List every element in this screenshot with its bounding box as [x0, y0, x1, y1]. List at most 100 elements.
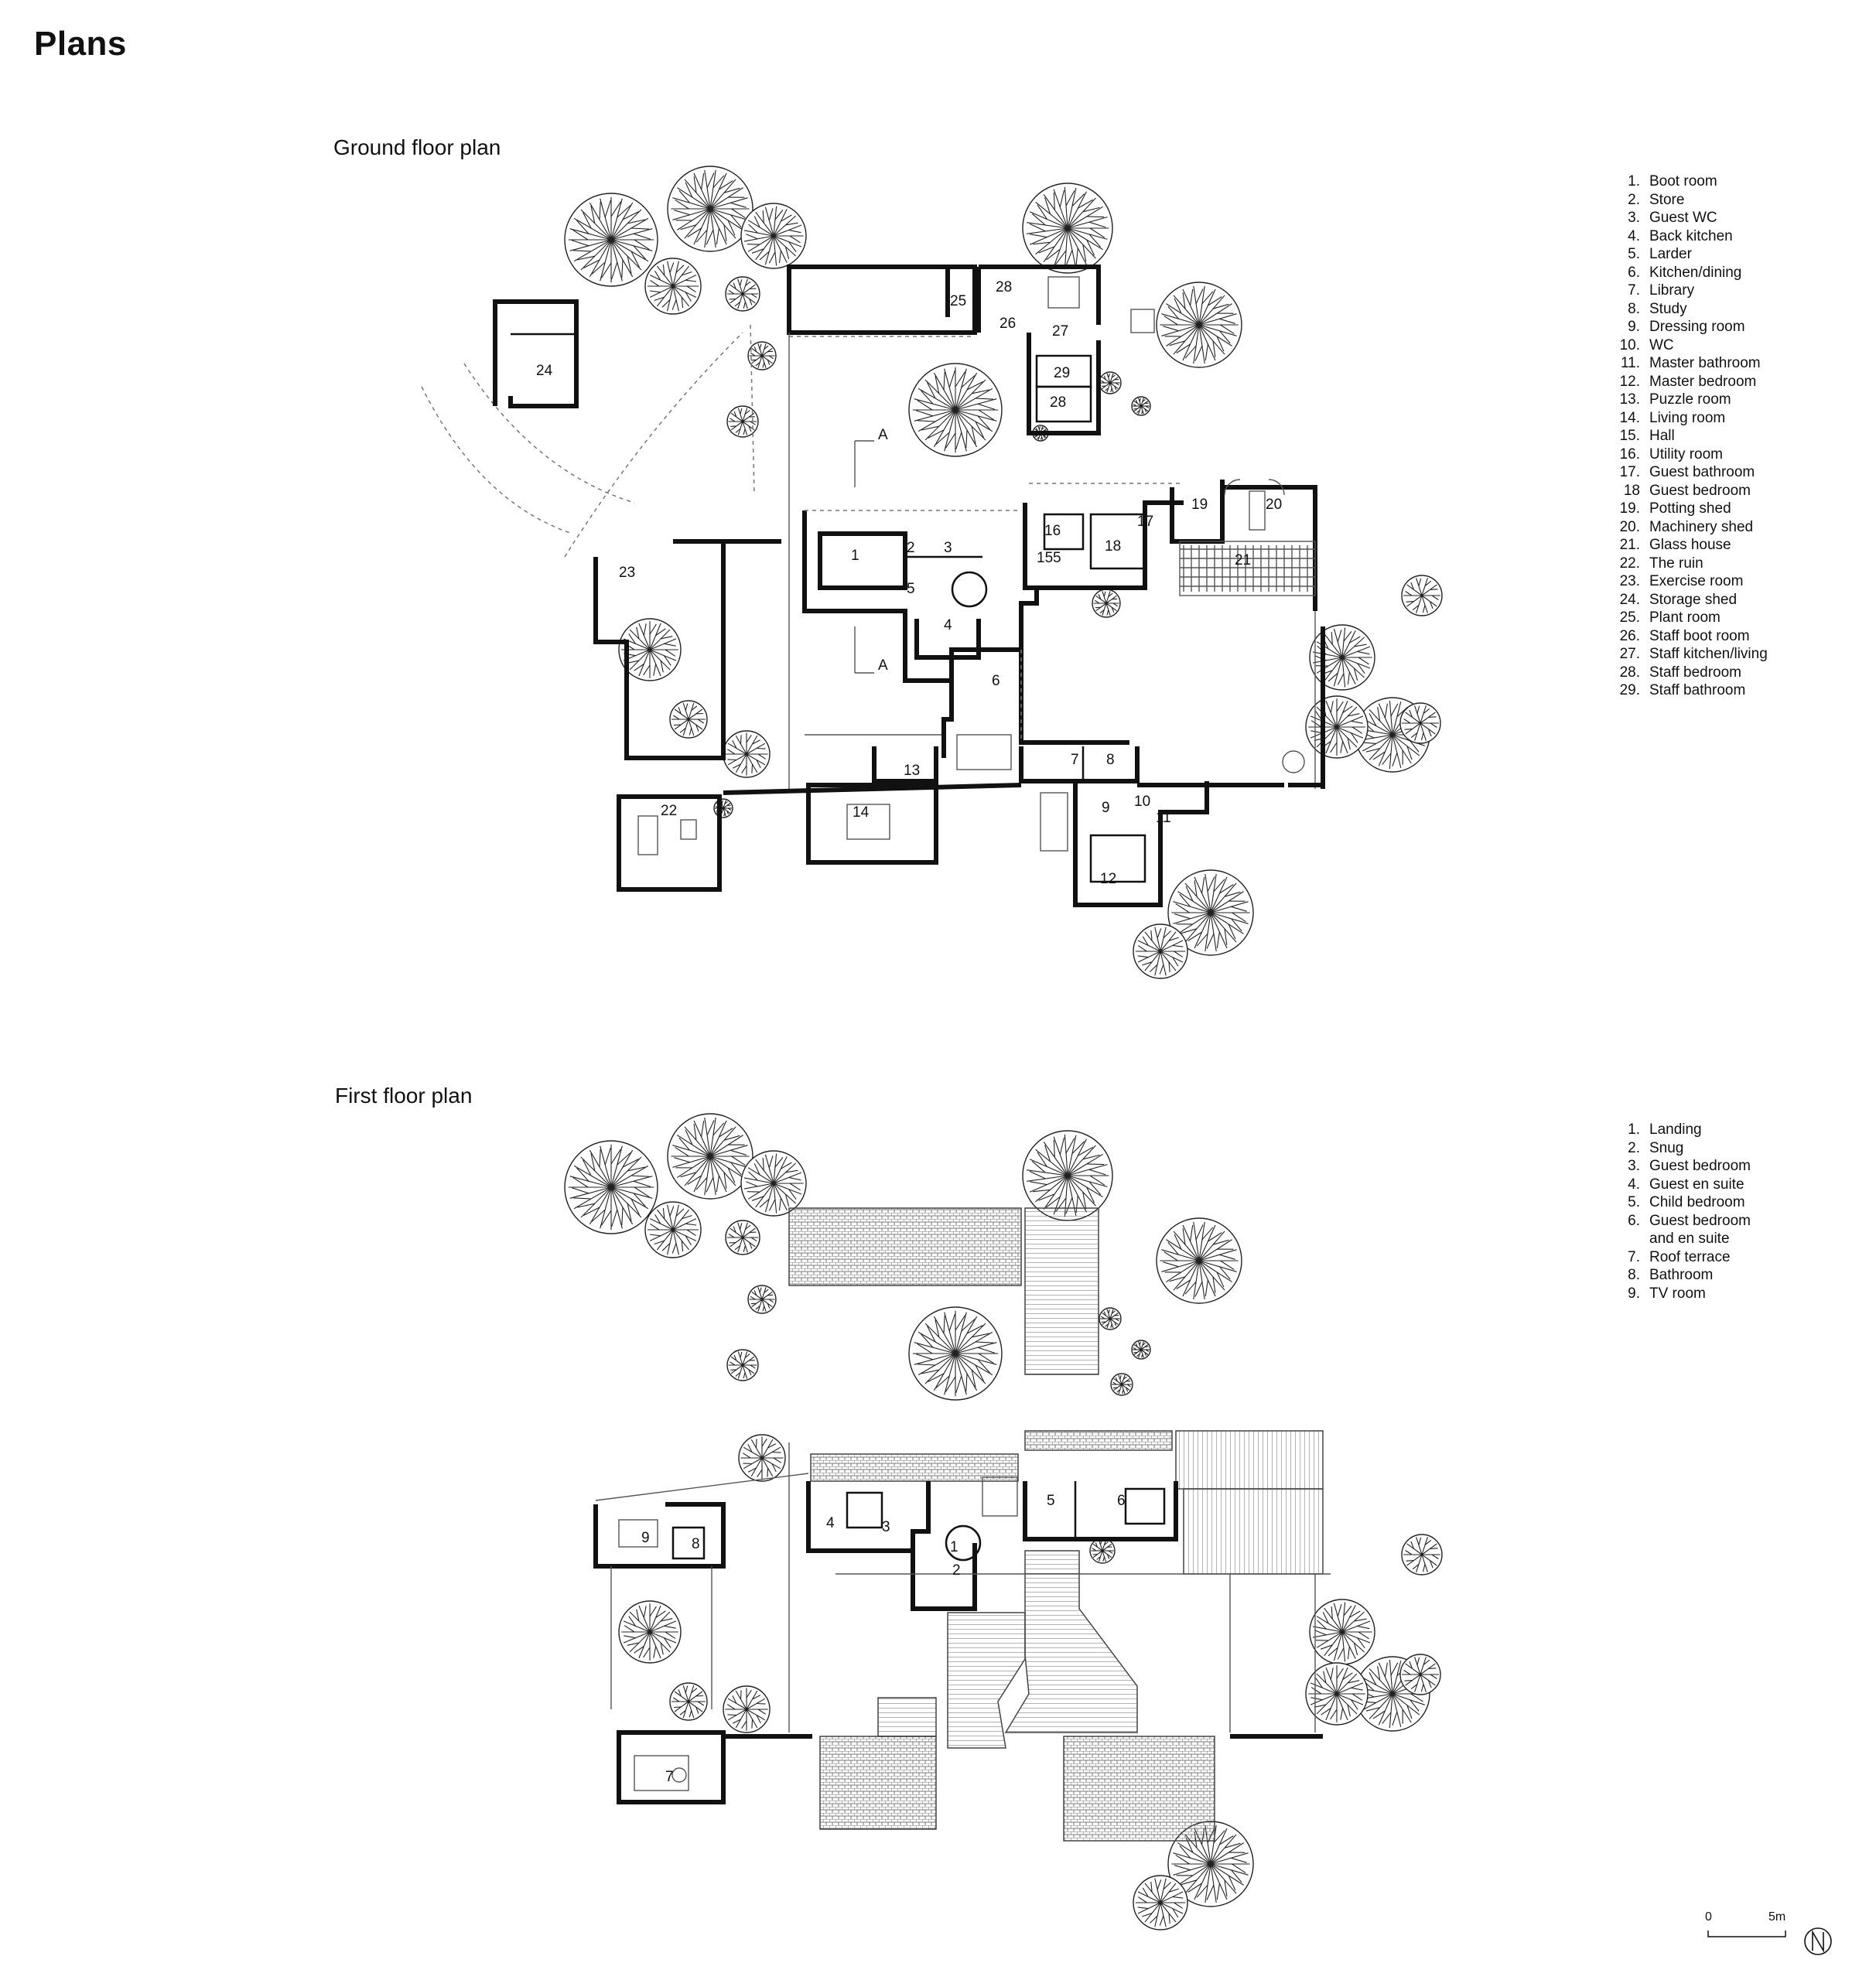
legend-item: 7.Roof terrace	[1611, 1248, 1751, 1267]
legend-number: 4.	[1628, 227, 1640, 244]
tree-icon	[667, 1113, 753, 1200]
legend-item: 5. Larder	[1611, 245, 1768, 264]
room-label-18: 18	[1105, 538, 1121, 555]
roof-glasshouse-lower	[1183, 1488, 1324, 1575]
landing-void	[982, 1476, 1018, 1517]
legend-number: 19.	[1619, 500, 1640, 517]
legend-item: 7.Library	[1611, 282, 1768, 300]
tree-icon	[738, 1434, 786, 1482]
living-room-sofa	[846, 804, 890, 840]
child-bedroom-wing-walls	[1023, 1481, 1178, 1541]
tree-icon	[669, 1682, 708, 1721]
room-label-23: 23	[619, 565, 635, 581]
utility-room-walls	[1043, 513, 1085, 551]
legend-item: 24.Storage shed	[1611, 591, 1768, 609]
legend-item: 1. Landing	[1611, 1121, 1751, 1139]
legend-label: Puzzle room	[1649, 391, 1731, 408]
legend-label: Study	[1649, 300, 1687, 317]
tree-icon	[1110, 1373, 1133, 1396]
room-label-17: 17	[1137, 514, 1153, 530]
garden-path	[750, 324, 755, 496]
tree-icon	[908, 363, 1003, 457]
living-room-walls	[806, 783, 938, 865]
glass-house	[1179, 541, 1316, 596]
legend-label: Plant room	[1649, 609, 1721, 626]
legend-number: 16.	[1619, 446, 1640, 463]
tree-icon	[1092, 589, 1121, 618]
ff-room-label-5: 5	[1047, 1493, 1055, 1509]
room-label-19: 19	[1191, 497, 1208, 513]
legend-item: 8.Study	[1611, 300, 1768, 319]
roof-dining	[1004, 1550, 1138, 1733]
legend-label: Landing	[1649, 1121, 1702, 1138]
legend-label: Store	[1649, 191, 1685, 208]
boot-room-walls	[818, 531, 907, 590]
ground-floor-heading: Ground floor plan	[333, 135, 501, 159]
roof-north-staff	[1024, 1207, 1099, 1375]
legend-item: 12.Master bedroom	[1611, 373, 1768, 391]
legend-number: 18	[1623, 482, 1640, 499]
staff-wing-walls	[976, 265, 1101, 435]
roof-utility	[1024, 1430, 1173, 1451]
ff-room-label-4: 4	[826, 1515, 835, 1531]
tree-icon	[1133, 923, 1188, 979]
legend-label: Larder	[1649, 246, 1692, 262]
guest-bedroom-walls	[1089, 513, 1146, 570]
legend-number: 28.	[1619, 664, 1640, 681]
tv-room-wing-walls	[593, 1502, 726, 1569]
legend-label: Staff bedroom	[1649, 664, 1742, 681]
tree-icon	[1099, 1307, 1122, 1330]
legend-item: 9.Dressing room	[1611, 318, 1768, 336]
legend-number: 3.	[1628, 1158, 1640, 1174]
room-label-11: 11	[1156, 810, 1171, 826]
garden-arc	[463, 363, 635, 504]
staff-table	[1047, 276, 1080, 309]
legend-item: 20.Machinery shed	[1611, 518, 1768, 537]
legend-number: 2.	[1628, 1139, 1640, 1156]
back-kitchen-walls	[914, 619, 981, 660]
ff-room-label-9: 9	[641, 1530, 650, 1546]
legend-label: Boot room	[1649, 173, 1717, 189]
legend-item: 14. Living room	[1611, 409, 1768, 428]
legend-number: 14.	[1619, 409, 1640, 426]
section-marker-a-bottom: A	[878, 657, 888, 674]
legend-label: Dressing room	[1649, 319, 1745, 335]
ff-room-label-1: 1	[950, 1539, 959, 1555]
legend-number: 21.	[1619, 537, 1640, 553]
room-label-7: 7	[1071, 752, 1079, 768]
room-label-4: 4	[944, 617, 952, 633]
roof-glasshouse	[1175, 1430, 1324, 1490]
legend-item: 1.Boot room	[1611, 172, 1768, 191]
legend-item: 11.Master bathroom	[1611, 354, 1768, 373]
room-label-13: 13	[904, 763, 920, 779]
legend-label: Child bedroom	[1649, 1194, 1745, 1210]
utility-wing-walls	[1023, 500, 1184, 590]
legend-number: 22.	[1619, 555, 1640, 572]
legend-number: 4.	[1628, 1176, 1640, 1193]
legend-number: 5.	[1628, 246, 1640, 262]
legend-item: 21.Glass house	[1611, 536, 1768, 555]
first-floor-trees	[564, 1113, 1443, 1930]
legend-item: 28. Staff bedroom	[1611, 664, 1768, 682]
room-label-2: 2	[907, 540, 915, 556]
legend-label: Staff kitchen/living	[1649, 646, 1768, 662]
legend-item: 3.Guest bedroom	[1611, 1157, 1751, 1176]
tree-icon	[1309, 624, 1375, 691]
legend-number: 1.	[1628, 1121, 1640, 1138]
room-label-8: 8	[1106, 752, 1115, 768]
tree-icon	[726, 405, 759, 438]
roof-master	[1063, 1736, 1215, 1842]
tree-icon	[667, 166, 753, 252]
tv-sofa	[618, 1519, 658, 1548]
legend-label: Roof terrace	[1649, 1248, 1731, 1265]
north-arrow-icon	[1804, 1927, 1832, 1955]
legend-item: 2.Store	[1611, 191, 1768, 210]
tree-icon	[1022, 1130, 1113, 1221]
first-floor-plan: 1 2 3 4 5 6 7 8 9	[564, 1113, 1443, 1930]
tree-icon	[725, 276, 760, 312]
legend-label: Kitchen/dining	[1649, 264, 1742, 281]
legend-label: Living room	[1649, 409, 1726, 426]
legend-label: Master bedroom	[1649, 373, 1757, 390]
room-label-9: 9	[1102, 800, 1110, 816]
